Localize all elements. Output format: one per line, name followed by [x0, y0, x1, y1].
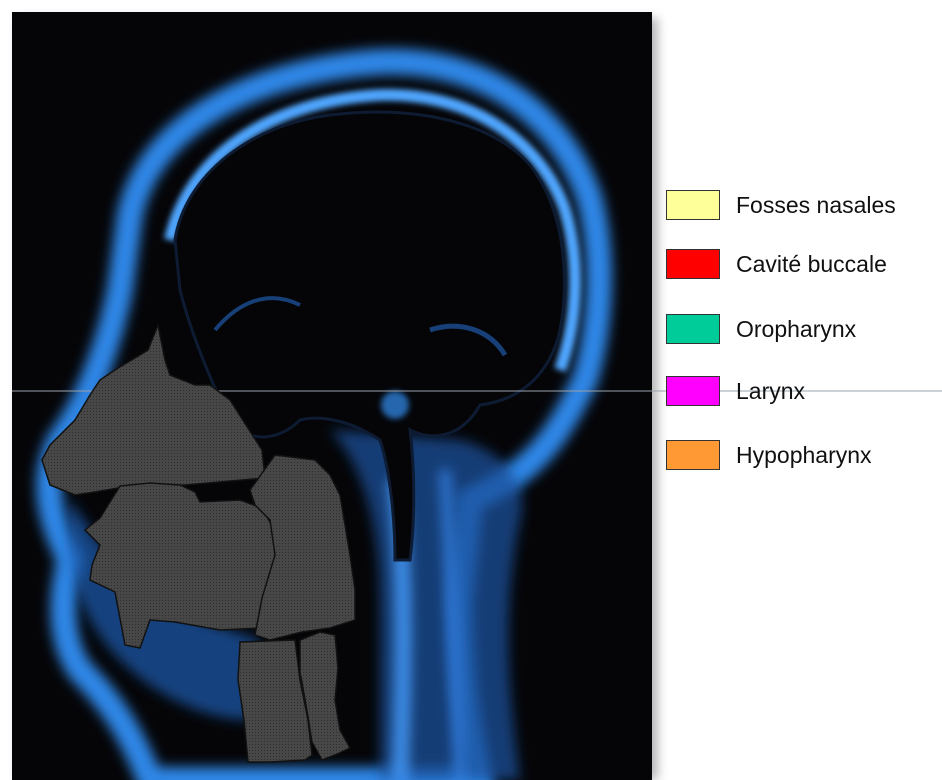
legend-label: Hypopharynx: [736, 442, 872, 469]
legend-swatch: [666, 440, 720, 470]
legend-label: Larynx: [736, 378, 805, 405]
legend-item-fosses-nasales: Fosses nasales: [666, 185, 896, 225]
legend-item-oropharynx: Oropharynx: [666, 309, 856, 349]
legend-swatch: [666, 376, 720, 406]
legend-item-cavite-buccale: Cavité buccale: [666, 244, 887, 284]
legend-label: Cavité buccale: [736, 251, 887, 278]
legend-swatch: [666, 190, 720, 220]
legend-item-hypopharynx: Hypopharynx: [666, 435, 872, 475]
legend-label: Fosses nasales: [736, 192, 896, 219]
legend-label: Oropharynx: [736, 316, 856, 343]
legend-item-larynx: Larynx: [666, 371, 805, 411]
legend-swatch: [666, 314, 720, 344]
legend-swatch: [666, 249, 720, 279]
